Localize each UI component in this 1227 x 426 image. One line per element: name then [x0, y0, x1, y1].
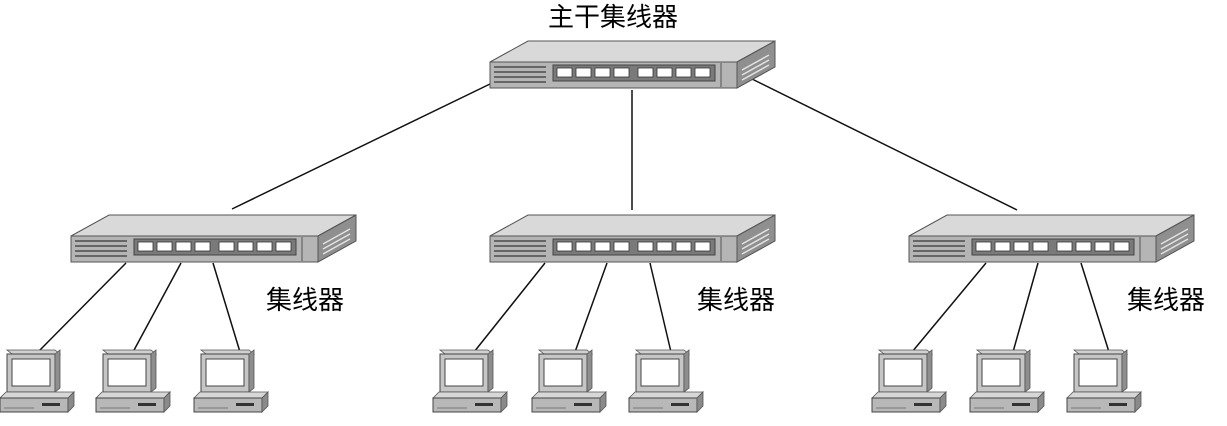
pc-5 [531, 349, 607, 413]
hub-label-left: 集线器 [266, 286, 345, 316]
link-hub1-pc3 [212, 262, 241, 353]
hub-label-center: 集线器 [697, 286, 776, 316]
backbone-hub-device [489, 40, 776, 89]
pc-7 [871, 349, 947, 413]
pc-2 [95, 349, 171, 413]
pc-8 [969, 349, 1045, 413]
link-hub3-pc2 [1012, 262, 1039, 353]
pc-4 [432, 349, 508, 413]
connection-lines [37, 77, 1110, 353]
backbone-hub-label: 主干集线器 [548, 3, 679, 33]
hub-device-right [908, 214, 1195, 263]
pc-1 [0, 349, 75, 413]
hub-device-left [70, 214, 357, 263]
link-hub2-pc3 [649, 262, 672, 353]
link-hub1-pc2 [132, 262, 182, 353]
link-hub1-pc1 [37, 262, 127, 353]
hub-label-right: 集线器 [1127, 286, 1206, 316]
link-hub2-pc1 [473, 262, 546, 353]
hub-device-center [489, 214, 776, 263]
link-hub2-pc2 [574, 262, 608, 353]
link-backbone-hub-right [749, 77, 1018, 211]
link-backbone-hub-left [231, 83, 491, 210]
link-hub3-pc1 [911, 262, 987, 353]
pc-9 [1066, 349, 1142, 413]
pc-3 [193, 349, 269, 413]
pc-6 [628, 349, 704, 413]
link-hub3-pc3 [1080, 262, 1110, 353]
